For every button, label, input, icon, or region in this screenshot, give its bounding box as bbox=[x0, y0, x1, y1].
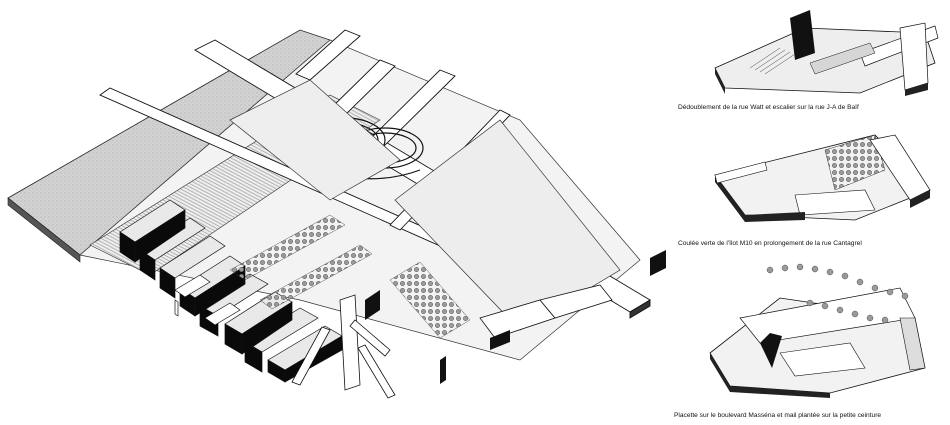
vignette-3-drawing bbox=[709, 263, 926, 398]
vignette-2-drawing bbox=[714, 134, 931, 222]
vignette-1-caption: Dédoublement de la rue Watt et escalier … bbox=[678, 104, 859, 111]
vignette-1-drawing bbox=[714, 10, 939, 96]
vignette-2-caption: Coulée verte de l'îlot M10 en prolongeme… bbox=[678, 240, 862, 247]
tree-lined-streets bbox=[229, 214, 471, 339]
southern-street-fingers bbox=[291, 284, 613, 399]
vignette-3-caption: Placette sur le boulevard Masséna et mai… bbox=[674, 412, 882, 419]
open-plot-east bbox=[394, 119, 621, 331]
main-axonometric-view bbox=[7, 29, 666, 399]
southern-walls bbox=[365, 250, 666, 384]
open-plot-north bbox=[229, 79, 401, 201]
railway-ground-slab bbox=[7, 29, 331, 263]
